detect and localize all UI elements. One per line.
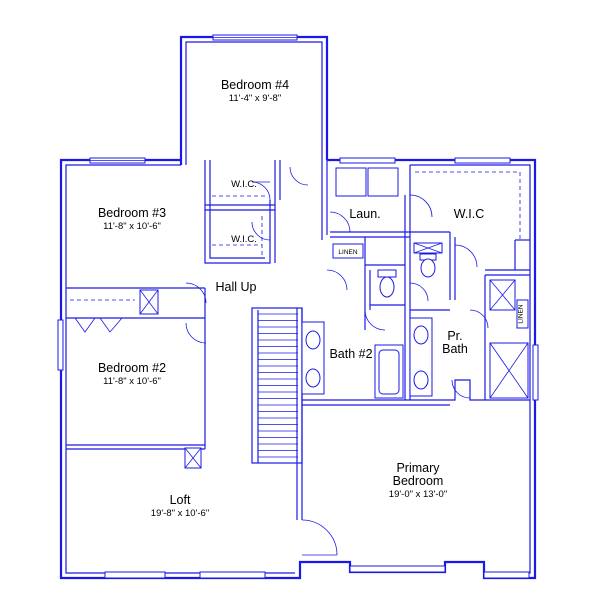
bath2-name: Bath #2 bbox=[329, 347, 372, 361]
linen-label-2: LINEN bbox=[518, 304, 525, 323]
hall-name: Hall Up bbox=[216, 280, 257, 294]
bath2-sink-1 bbox=[305, 330, 321, 350]
wic-lower-name: W.I.C. bbox=[231, 234, 257, 245]
bedroom2-dims: 11'-8" x 10'-6" bbox=[103, 376, 161, 387]
windows bbox=[57, 34, 539, 579]
prbath-name-line1: Pr. bbox=[447, 329, 462, 343]
bedroom4-name: Bedroom #4 bbox=[221, 78, 289, 92]
doors bbox=[185, 166, 489, 556]
wic-upper-name: W.I.C. bbox=[231, 179, 257, 190]
washer bbox=[335, 167, 367, 197]
bedroom2-name: Bedroom #2 bbox=[98, 361, 166, 375]
bath2-toilet-tank bbox=[377, 269, 397, 278]
laundry-name: Laun. bbox=[349, 207, 380, 221]
primary-dims: 19'-0" x 13'-0" bbox=[389, 489, 447, 500]
bath2-sink-2 bbox=[305, 368, 321, 388]
bath2-toilet bbox=[379, 276, 395, 298]
prbath-name-line2: Bath bbox=[442, 342, 468, 356]
loft-dims: 19'-8" x 10'-6" bbox=[151, 508, 209, 519]
bedroom3-dims: 11'-8" x 10'-6" bbox=[103, 221, 161, 232]
room-labels: Bedroom #4 11'-4" x 9'-8" Bedroom #3 11'… bbox=[98, 78, 525, 519]
linen-closet-1 bbox=[332, 243, 364, 259]
prbath-toilet bbox=[420, 258, 436, 278]
linen-closet-2 bbox=[516, 299, 529, 329]
bedroom4-dims: 11'-4" x 9'-8" bbox=[229, 93, 281, 104]
wic-primary-name: W.I.C bbox=[454, 207, 485, 221]
loft-name: Loft bbox=[170, 493, 191, 507]
primary-name-line2: Bedroom bbox=[393, 474, 444, 488]
primary-name-line1: Primary bbox=[396, 461, 440, 475]
fixtures bbox=[212, 167, 529, 399]
linen-label-1: LINEN bbox=[338, 249, 357, 256]
bedroom3-name: Bedroom #3 bbox=[98, 206, 166, 220]
staircase bbox=[257, 310, 298, 463]
dryer bbox=[367, 167, 399, 197]
